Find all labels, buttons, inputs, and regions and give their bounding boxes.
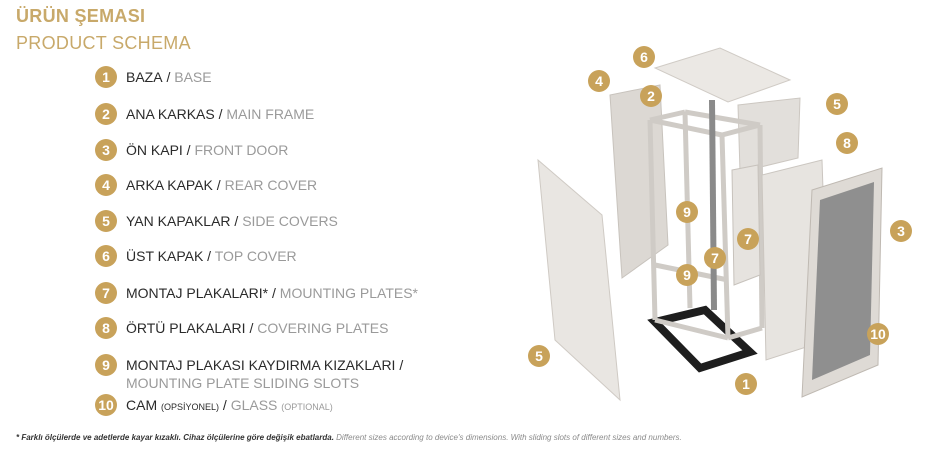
svg-text:9: 9	[683, 267, 691, 283]
callout-5-right: 5	[826, 93, 848, 115]
number-badge: 2	[95, 103, 117, 125]
mounting-plate	[731, 164, 761, 286]
legend-item-covering-plates: 8 ÖRTÜ PLAKALARI / COVERING PLATES	[95, 317, 388, 339]
legend-item-rear-cover: 4 ARKA KAPAK / REAR COVER	[95, 174, 317, 196]
part-name-en: MAIN FRAME	[226, 106, 315, 122]
part-name-tr: ARKA KAPAK	[126, 177, 213, 193]
legend-item-side-covers: 5 YAN KAPAKLAR / SIDE COVERS	[95, 210, 338, 232]
part-name-en: MOUNTING PLATE SLIDING SLOTS	[126, 375, 360, 391]
part-name-tr: MONTAJ PLAKASI KAYDIRMA KIZAKLARI	[126, 357, 396, 373]
side-cover-right	[737, 97, 801, 173]
legend-item-front-door: 3 ÖN KAPI / FRONT DOOR	[95, 139, 288, 161]
part-name-tr: ÖN KAPI	[126, 142, 183, 158]
svg-text:6: 6	[640, 49, 648, 65]
part-name-en: SIDE COVERS	[242, 213, 338, 229]
svg-text:7: 7	[744, 231, 752, 247]
title-turkish: ÜRÜN ŞEMASI	[16, 6, 146, 26]
separator: /	[268, 285, 280, 301]
center-post	[709, 99, 717, 311]
svg-text:2: 2	[647, 88, 655, 104]
legend-item-sliding-slots: 9 MONTAJ PLAKASI KAYDIRMA KIZAKLARI / MOU…	[95, 354, 403, 392]
callout-1: 1	[735, 373, 757, 395]
number-badge: 6	[95, 245, 117, 267]
footnote-tr: * Farklı ölçülerde ve adetlerde kayar kı…	[16, 433, 334, 442]
number-badge: 8	[95, 317, 117, 339]
svg-text:5: 5	[535, 348, 543, 364]
side-cover-left	[537, 158, 621, 402]
part-name-tr: ÖRTÜ PLAKALARI	[126, 320, 246, 336]
separator: /	[230, 213, 243, 229]
top-cover	[653, 47, 792, 103]
separator: /	[182, 142, 195, 158]
part-name-tr: BAZA	[126, 69, 163, 85]
svg-text:7: 7	[711, 250, 719, 266]
footnote: * Farklı ölçülerde ve adetlerde kayar kı…	[16, 433, 682, 442]
callout-3: 3	[890, 220, 912, 242]
svg-text:5: 5	[833, 96, 841, 112]
number-badge: 7	[95, 282, 117, 304]
part-name-en: TOP COVER	[214, 248, 297, 264]
callout-5-left: 5	[528, 345, 550, 367]
part-name-en: FRONT DOOR	[194, 142, 289, 158]
svg-text:10: 10	[870, 326, 886, 342]
svg-text:9: 9	[683, 204, 691, 220]
part-name-tr: CAM	[126, 397, 158, 413]
separator: /	[162, 69, 175, 85]
part-name-tr: ÜST KAPAK	[126, 248, 204, 264]
separator: /	[214, 106, 227, 122]
legend-item-mounting-plates: 7 MONTAJ PLAKALARI* / MOUNTING PLATES*	[95, 282, 418, 304]
callout-10: 10	[867, 323, 889, 345]
callout-4: 4	[588, 70, 610, 92]
separator: /	[245, 320, 258, 336]
base-plinth	[647, 305, 758, 373]
part-name-tr: ANA KARKAS	[126, 106, 215, 122]
legend-item-base: 1 BAZA / BASE	[95, 66, 212, 88]
callout-9-upper: 9	[676, 201, 698, 223]
part-name-en: MOUNTING PLATES*	[279, 285, 418, 301]
callout-7-plate: 7	[737, 228, 759, 250]
legend-item-top-cover: 6 ÜST KAPAK / TOP COVER	[95, 245, 297, 267]
callout-2: 2	[640, 85, 662, 107]
part-name-en: REAR COVER	[224, 177, 318, 193]
callout-8: 8	[836, 132, 858, 154]
part-name-tr: YAN KAPAKLAR	[126, 213, 231, 229]
number-badge: 5	[95, 210, 117, 232]
part-name-en: GLASS	[230, 397, 278, 413]
separator: /	[212, 177, 225, 193]
part-name-en: BASE	[174, 69, 212, 85]
svg-text:3: 3	[897, 223, 905, 239]
legend-item-glass: 10 CAM (OPSİYONEL) / GLASS (OPTIONAL)	[95, 394, 333, 416]
exploded-cabinet-diagram: 6 4 2 5 8 9 7 7 3 9 5 10 1	[528, 46, 912, 402]
number-badge: 3	[95, 139, 117, 161]
separator: /	[219, 397, 231, 413]
footnote-en: Different sizes according to device's di…	[336, 433, 682, 442]
rear-cover	[609, 84, 669, 279]
optional-note-tr: (OPSİYONEL)	[161, 402, 220, 412]
callout-9-lower: 9	[676, 264, 698, 286]
number-badge: 4	[95, 174, 117, 196]
glass-panel	[812, 182, 874, 380]
number-badge: 1	[95, 66, 117, 88]
svg-text:1: 1	[742, 376, 750, 392]
part-name-tr: MONTAJ PLAKALARI*	[126, 285, 269, 301]
separator: /	[203, 248, 215, 264]
callout-7-frame: 7	[704, 247, 726, 269]
svg-text:4: 4	[595, 73, 603, 89]
number-badge: 9	[95, 354, 117, 376]
title-english: PRODUCT SCHEMA	[16, 33, 191, 53]
separator: /	[395, 357, 404, 373]
optional-note-en: (OPTIONAL)	[281, 402, 333, 412]
part-name-en: COVERING PLATES	[257, 320, 389, 336]
legend-item-main-frame: 2 ANA KARKAS / MAIN FRAME	[95, 103, 314, 125]
svg-text:8: 8	[843, 135, 851, 151]
callout-6: 6	[633, 46, 655, 68]
number-badge: 10	[95, 394, 117, 416]
